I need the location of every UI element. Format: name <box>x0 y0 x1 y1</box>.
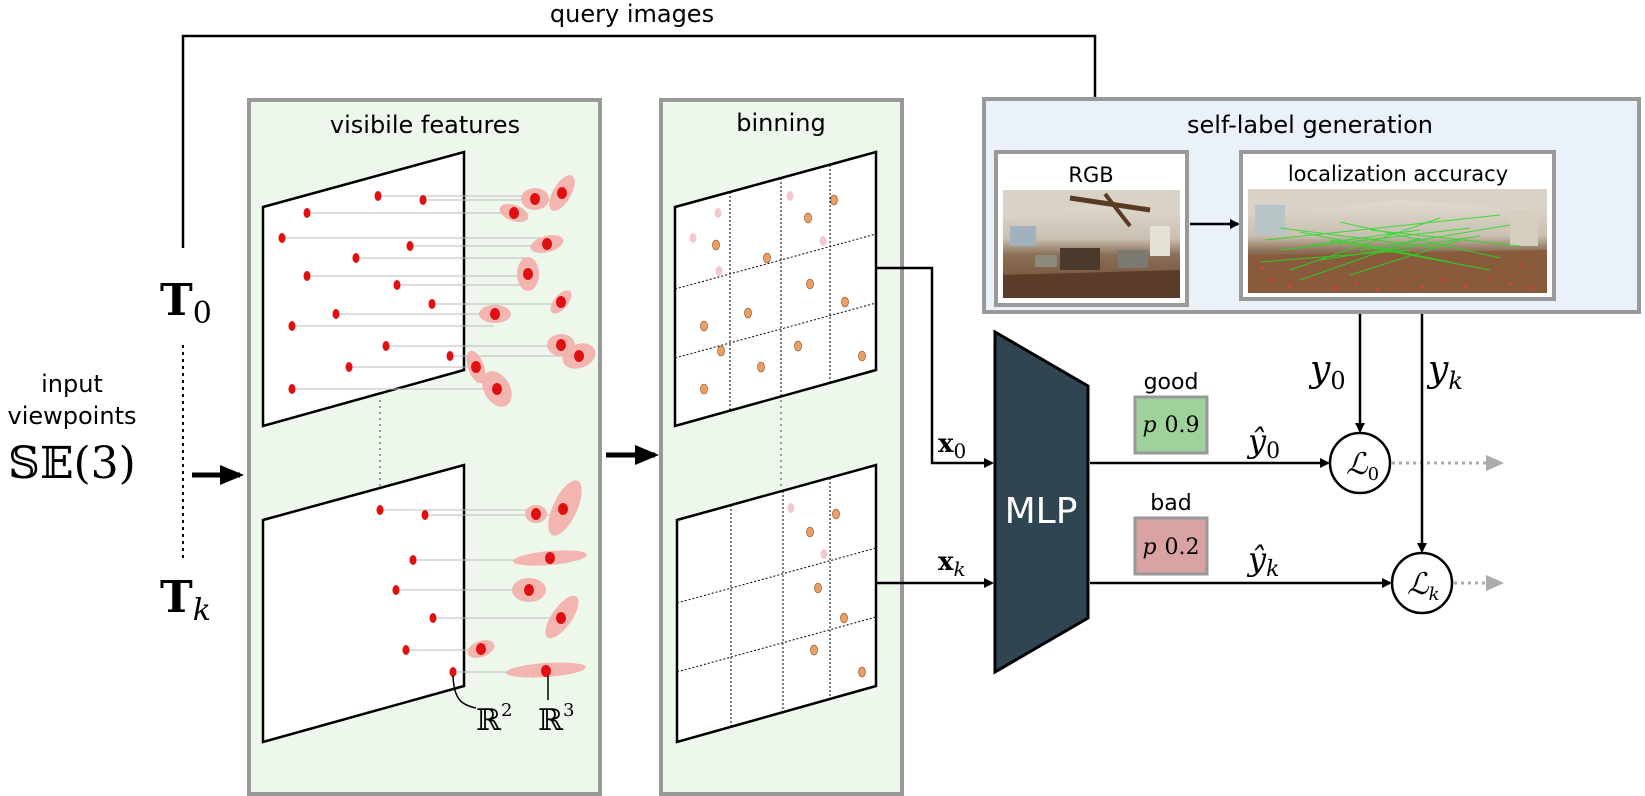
r2-leader <box>452 675 477 709</box>
rgb-room-image <box>1003 190 1180 298</box>
self-label-title: self-label generation <box>1187 111 1433 139</box>
bin-grid-bottom <box>675 463 878 744</box>
rgb-label: RGB <box>1068 163 1113 187</box>
feature-projections-bottom <box>380 509 563 673</box>
image-plane-top <box>261 150 466 428</box>
feature-points-top <box>278 187 584 395</box>
yhat0-label: ŷ0 <box>1246 422 1280 464</box>
yhatk-label: ŷk <box>1246 540 1279 582</box>
self-label-generation-panel: self-label generation RGB localization a… <box>982 97 1641 314</box>
mlp-block: MLP <box>993 329 1090 675</box>
localization-accuracy-label: localization accuracy <box>1288 162 1508 186</box>
x0-connector <box>876 266 994 468</box>
yk-label: yk <box>1426 349 1463 395</box>
bin-points-bottom <box>787 503 866 678</box>
r3-label: ℝ3 <box>538 700 574 738</box>
bad-probability-box <box>1133 516 1209 576</box>
feature-halos-top <box>466 175 596 407</box>
localization-accuracy-image <box>1248 189 1547 293</box>
se3-label: 𝕊𝔼(3) <box>8 438 136 489</box>
loss-k-label: ℒk <box>1407 567 1440 605</box>
visible-features-title: visibile features <box>330 111 520 139</box>
binning-title: binning <box>736 109 825 137</box>
binning-panel: binning <box>659 98 904 796</box>
t0-label: T0 <box>160 275 212 331</box>
image-plane-bottom <box>261 463 466 744</box>
loss-node-k: ℒk <box>1390 551 1454 615</box>
loss-0-label: ℒ0 <box>1346 447 1379 485</box>
mlp-label: MLP <box>1005 491 1078 532</box>
bin-grid-top-lines <box>674 165 877 411</box>
y0-label: y0 <box>1308 349 1346 395</box>
feature-projections-top <box>282 195 578 390</box>
query-images-connector <box>181 34 1100 248</box>
input-viewpoints-block: input viewpoints 𝕊𝔼(3) T0 Tk <box>8 275 244 628</box>
good-label: good <box>1144 370 1199 395</box>
x0-label: x0 <box>938 429 966 463</box>
input-label: input <box>41 370 103 398</box>
visible-features-panel: visibile features <box>247 98 602 796</box>
bin-grid-top <box>673 150 878 428</box>
bad-label: bad <box>1150 491 1191 516</box>
good-probability-box <box>1133 395 1209 455</box>
r2-label: ℝ2 <box>476 700 512 738</box>
query-images-label: query images <box>550 0 714 28</box>
bin-points-top <box>689 191 866 395</box>
bin-grid-bottom-lines <box>676 478 877 727</box>
feature-points-bottom <box>376 503 568 677</box>
viewpoints-label: viewpoints <box>8 402 137 430</box>
xk-label: xk <box>938 547 966 581</box>
loss-node-0: ℒ0 <box>1328 431 1392 495</box>
tk-label: Tk <box>160 572 211 628</box>
